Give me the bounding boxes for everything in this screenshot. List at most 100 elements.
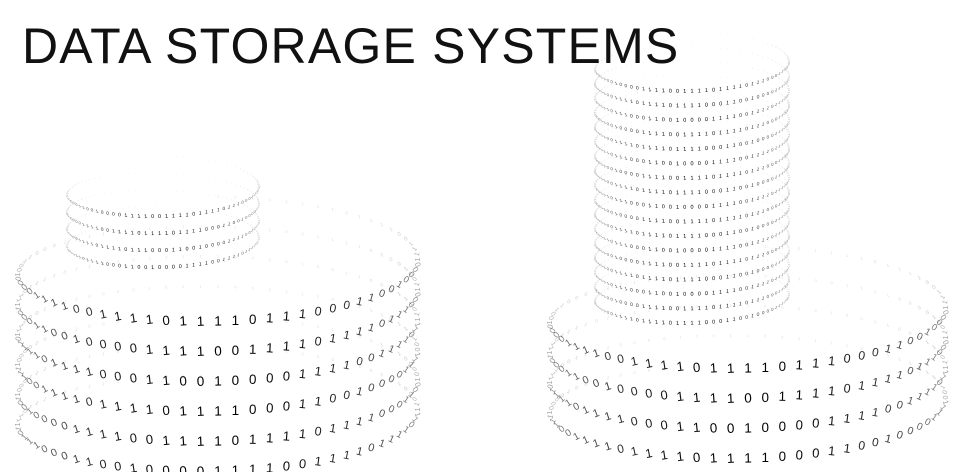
svg-text:0: 0: [615, 199, 618, 202]
svg-text:1: 1: [75, 236, 79, 242]
svg-text:1: 1: [165, 315, 168, 320]
svg-text:1: 1: [227, 255, 231, 261]
svg-text:1: 1: [780, 215, 784, 220]
svg-text:1: 1: [719, 159, 722, 165]
svg-text:0: 0: [606, 179, 611, 185]
svg-text:1: 1: [602, 163, 607, 169]
svg-text:0: 0: [663, 75, 664, 77]
svg-text:0: 0: [328, 391, 337, 406]
svg-text:1: 1: [756, 167, 760, 173]
svg-text:0: 0: [316, 264, 320, 269]
svg-text:0: 0: [746, 81, 747, 83]
svg-text:1: 1: [369, 338, 373, 344]
svg-text:1: 1: [619, 282, 623, 288]
svg-text:1: 1: [13, 305, 23, 312]
svg-text:0: 0: [635, 317, 639, 323]
svg-text:0: 0: [254, 242, 258, 246]
svg-text:1: 1: [781, 245, 784, 250]
svg-text:0: 0: [607, 158, 610, 161]
svg-text:1: 1: [594, 273, 598, 277]
svg-text:1: 1: [42, 366, 47, 373]
svg-text:1: 1: [655, 276, 659, 282]
svg-text:0: 0: [699, 177, 700, 179]
svg-text:1: 1: [602, 105, 607, 111]
svg-text:1: 1: [782, 152, 785, 155]
svg-text:1: 1: [301, 261, 304, 266]
svg-text:0: 0: [610, 253, 615, 259]
svg-text:0: 0: [635, 187, 639, 193]
svg-text:0: 0: [196, 209, 197, 211]
svg-text:1: 1: [732, 230, 736, 236]
svg-text:1: 1: [113, 399, 122, 414]
svg-text:1: 1: [624, 315, 629, 322]
svg-text:1: 1: [655, 305, 659, 311]
svg-text:0: 0: [647, 278, 651, 283]
svg-text:1: 1: [705, 219, 708, 225]
svg-text:1: 1: [565, 389, 571, 396]
svg-text:0: 0: [380, 372, 385, 379]
svg-text:0: 0: [615, 155, 618, 158]
svg-text:0: 0: [65, 212, 69, 215]
svg-text:1: 1: [414, 311, 422, 317]
svg-text:1: 1: [812, 355, 820, 370]
svg-text:0: 0: [594, 223, 598, 227]
svg-text:1: 1: [631, 195, 632, 197]
svg-text:1: 1: [593, 269, 597, 272]
svg-text:1: 1: [132, 377, 136, 382]
svg-text:1: 1: [757, 229, 758, 231]
svg-text:0: 0: [620, 125, 622, 127]
svg-text:1: 1: [705, 88, 708, 94]
svg-text:1: 1: [787, 207, 791, 210]
svg-text:0: 0: [713, 250, 714, 252]
svg-text:0: 0: [190, 208, 191, 210]
svg-text:1: 1: [676, 161, 679, 167]
svg-text:1: 1: [13, 365, 23, 372]
svg-text:1: 1: [662, 103, 666, 109]
svg-text:1: 1: [65, 195, 69, 198]
svg-text:1: 1: [649, 178, 650, 180]
svg-text:0: 0: [129, 340, 138, 356]
svg-text:1: 1: [132, 317, 136, 322]
svg-text:1: 1: [593, 287, 597, 290]
svg-text:1: 1: [732, 85, 736, 91]
svg-text:1: 1: [132, 227, 136, 232]
svg-text:1: 1: [757, 171, 758, 173]
svg-text:0: 0: [712, 189, 715, 195]
svg-text:1: 1: [128, 190, 129, 192]
svg-text:1: 1: [631, 123, 632, 125]
svg-text:0: 0: [690, 161, 693, 167]
svg-text:0: 0: [740, 181, 741, 183]
svg-text:1: 1: [779, 106, 782, 109]
svg-text:1: 1: [719, 203, 722, 209]
svg-text:0: 0: [595, 232, 599, 236]
svg-text:0: 0: [162, 313, 171, 329]
svg-text:1: 1: [593, 98, 597, 101]
svg-text:0: 0: [199, 374, 202, 379]
svg-text:1: 1: [600, 307, 604, 311]
svg-text:1: 1: [786, 64, 790, 68]
svg-text:1: 1: [777, 259, 782, 265]
svg-text:1: 1: [631, 181, 632, 183]
svg-text:0: 0: [135, 173, 136, 175]
svg-text:0: 0: [683, 292, 686, 298]
svg-text:1: 1: [719, 130, 722, 136]
svg-text:1: 1: [629, 354, 639, 369]
svg-text:1: 1: [698, 233, 701, 239]
svg-text:0: 0: [611, 272, 614, 275]
svg-text:1: 1: [691, 104, 692, 106]
svg-text:1: 1: [649, 207, 650, 209]
svg-text:1: 1: [655, 291, 659, 297]
svg-text:1: 1: [648, 290, 652, 296]
svg-text:0: 0: [149, 172, 150, 174]
svg-text:1: 1: [301, 201, 304, 206]
svg-text:1: 1: [98, 427, 108, 442]
svg-text:0: 0: [745, 199, 749, 205]
svg-text:1: 1: [355, 326, 364, 339]
svg-text:0: 0: [231, 199, 232, 201]
svg-text:1: 1: [779, 92, 782, 95]
svg-text:1: 1: [727, 165, 728, 167]
svg-text:0: 0: [630, 84, 634, 91]
svg-text:1: 1: [94, 195, 96, 197]
svg-text:1: 1: [607, 129, 610, 132]
svg-text:0: 0: [690, 205, 693, 211]
